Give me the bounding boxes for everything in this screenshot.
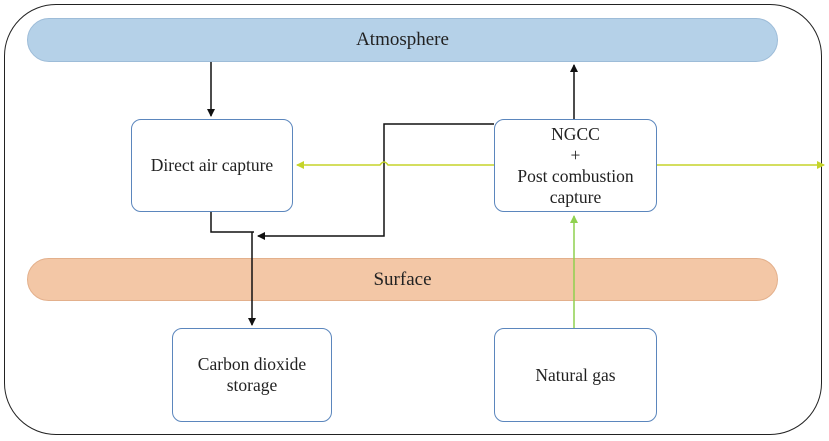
arrow-energy-to-dac (296, 161, 494, 169)
natural-gas-label: Natural gas (535, 364, 616, 385)
ngcc-box: NGCC + Post combustion capture (494, 119, 657, 212)
direct-air-capture-box: Direct air capture (131, 119, 293, 212)
line-dac-to-junction (210, 212, 254, 233)
arrow-ngcc-to-junction (257, 123, 494, 240)
surface-band: Surface (27, 258, 778, 301)
natural-gas-box: Natural gas (494, 328, 657, 422)
direct-air-capture-label: Direct air capture (150, 155, 274, 175)
atmosphere-band: Atmosphere (27, 18, 778, 62)
atmosphere-label: Atmosphere (356, 29, 449, 50)
capture-label: capture (549, 186, 602, 207)
post-combustion-label: Post combustion (517, 165, 634, 186)
surface-label: Surface (373, 268, 432, 290)
ngcc-label: NGCC (551, 123, 600, 144)
co2-storage-label-line1: Carbon dioxide (197, 354, 307, 374)
system-boundary (4, 4, 822, 435)
ngcc-plus-label: + (570, 144, 581, 165)
co2-storage-box: Carbon dioxide storage (172, 328, 332, 422)
co2-storage-label-line2: storage (226, 375, 278, 395)
